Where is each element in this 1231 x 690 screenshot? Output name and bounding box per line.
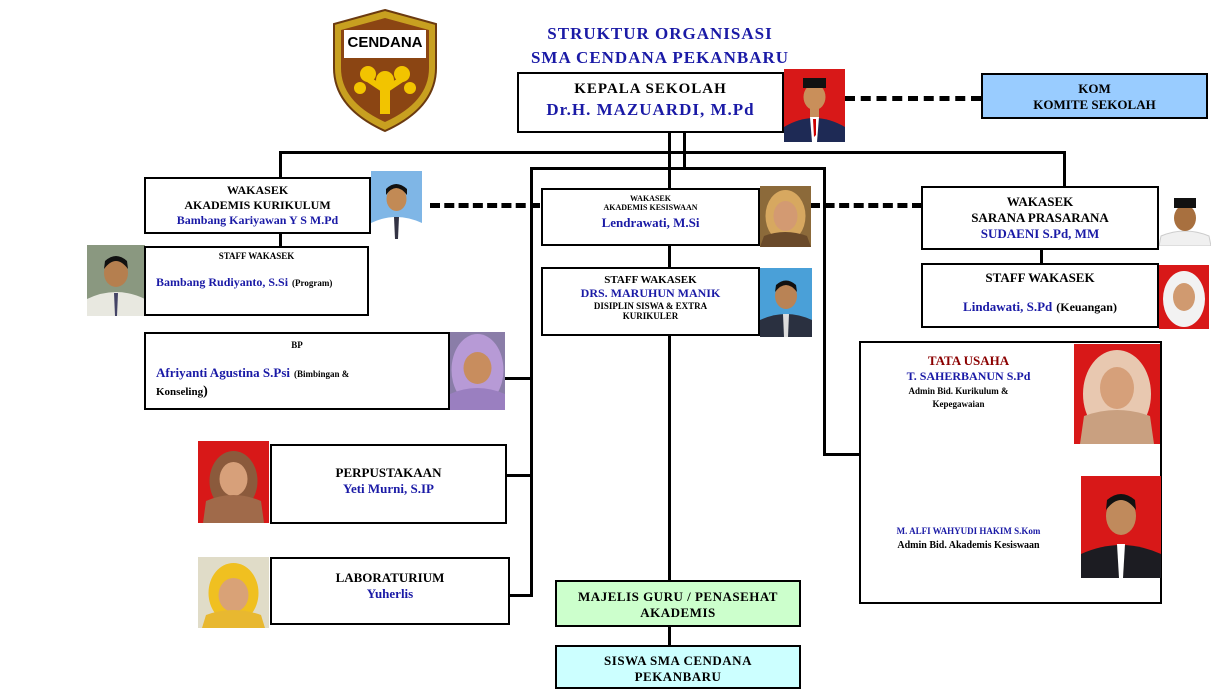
wakasek-sarana-box: WAKASEK SARANA PRASARANA SUDAENI S.Pd, M… bbox=[921, 186, 1159, 250]
wakasek-kurikulum-box: WAKASEK AKADEMIS KURIKULUM Bambang Kariy… bbox=[144, 177, 371, 234]
staff-sarana-role: STAFF WAKASEK bbox=[985, 270, 1095, 285]
staff-kurikulum-photo bbox=[87, 245, 145, 316]
tata-usaha-name1: T. SAHERBANUN S.Pd bbox=[906, 369, 1031, 383]
majelis-line2: AKADEMIS bbox=[640, 605, 716, 620]
tata-usaha-duty1b: Kepegawaian bbox=[932, 399, 985, 409]
perpustakaan-role: PERPUSTAKAAN bbox=[335, 465, 442, 480]
school-logo: CENDANA bbox=[330, 8, 440, 133]
staff-kesiswaan-name: DRS. MARUHUN MANIK bbox=[580, 286, 721, 300]
bp-name: Afriyanti Agustina S.Psi bbox=[156, 365, 290, 380]
tata-usaha-photo2 bbox=[1081, 476, 1161, 578]
kepala-role: KEPALA SEKOLAH bbox=[574, 81, 727, 97]
kepala-photo bbox=[784, 69, 845, 142]
kepala-sekolah-box: KEPALA SEKOLAH Dr.H. MAZUARDI, M.Pd bbox=[517, 72, 784, 133]
bp-note1: (Bimbingan & bbox=[294, 369, 350, 379]
staff-kesiswaan-photo bbox=[760, 268, 812, 337]
majelis-line1: MAJELIS GURU / PENASEHAT bbox=[578, 589, 778, 604]
perpustakaan-box: PERPUSTAKAAN Yeti Murni, S.IP bbox=[270, 444, 507, 524]
wakasek-kurikulum-role2: AKADEMIS KURIKULUM bbox=[184, 198, 331, 212]
wakasek-kurikulum-name: Bambang Kariyawan Y S M.Pd bbox=[176, 213, 339, 227]
tata-usaha-role: TATA USAHA bbox=[927, 353, 1010, 368]
chart-title-line2: SMA CENDANA PEKANBARU bbox=[530, 48, 790, 67]
staff-kurikulum-role: STAFF WAKASEK bbox=[218, 251, 295, 261]
staff-kesiswaan-box: STAFF WAKASEK DRS. MARUHUN MANIK DISIPLI… bbox=[541, 267, 760, 336]
laboratorium-name: Yuherlis bbox=[366, 586, 414, 601]
laboratorium-role: LABORATURIUM bbox=[335, 570, 445, 585]
tata-usaha-duty2: Admin Bid. Akademis Kesiswaan bbox=[897, 540, 1040, 551]
perpustakaan-name: Yeti Murni, S.IP bbox=[343, 481, 434, 496]
komite-line1: KOM bbox=[1078, 81, 1111, 96]
staff-kesiswaan-role: STAFF WAKASEK bbox=[604, 274, 697, 286]
laboratorium-photo bbox=[198, 557, 269, 628]
bp-photo bbox=[450, 332, 505, 410]
staff-kurikulum-box: STAFF WAKASEK Bambang Rudiyanto, S.Si (P… bbox=[144, 246, 369, 316]
bp-note2: Konseling bbox=[156, 386, 204, 398]
bp-box: BP Afriyanti Agustina S.Psi (Bimbingan &… bbox=[144, 332, 450, 410]
komite-sekolah-box: KOM KOMITE SEKOLAH bbox=[981, 73, 1208, 119]
bp-role: BP bbox=[291, 340, 303, 350]
komite-line2: KOMITE SEKOLAH bbox=[1033, 97, 1156, 112]
logo-text: CENDANA bbox=[347, 34, 423, 51]
staff-sarana-photo bbox=[1159, 265, 1209, 329]
chart-title-line1: STRUKTUR ORGANISASI bbox=[547, 24, 773, 43]
wakasek-sarana-name: SUDAENI S.Pd, MM bbox=[980, 226, 1100, 241]
wakasek-kurikulum-photo bbox=[371, 171, 422, 239]
wakasek-sarana-role2: SARANA PRASARANA bbox=[971, 210, 1109, 225]
siswa-line2: PEKANBARU bbox=[634, 669, 722, 684]
wakasek-sarana-photo bbox=[1159, 190, 1211, 246]
staff-kurikulum-name: Bambang Rudiyanto, S.Si bbox=[156, 275, 289, 289]
tata-usaha-photo1 bbox=[1074, 344, 1160, 444]
wakasek-kesiswaan-role1: WAKASEK bbox=[630, 194, 671, 203]
wakasek-kesiswaan-role2: AKADEMIS KESISWAAN bbox=[603, 203, 698, 212]
staff-sarana-note: (Keuangan) bbox=[1056, 300, 1117, 314]
bp-note3: ) bbox=[203, 384, 208, 399]
staff-sarana-box: STAFF WAKASEK Lindawati, S.Pd (Keuangan) bbox=[921, 263, 1159, 328]
wakasek-kurikulum-role1: WAKASEK bbox=[226, 183, 289, 197]
wakasek-sarana-role1: WAKASEK bbox=[1006, 194, 1074, 209]
staff-kurikulum-note: (Program) bbox=[292, 278, 333, 288]
staff-sarana-name: Lindawati, S.Pd bbox=[963, 299, 1053, 314]
siswa-box: SISWA SMA CENDANA PEKANBARU bbox=[555, 645, 801, 689]
majelis-guru-box: MAJELIS GURU / PENASEHAT AKADEMIS bbox=[555, 580, 801, 627]
perpustakaan-photo bbox=[198, 441, 269, 523]
tata-usaha-duty1a: Admin Bid. Kurikulum & bbox=[908, 386, 1009, 396]
wakasek-kesiswaan-name: Lendrawati, M.Si bbox=[601, 215, 700, 230]
tata-usaha-name2: M. ALFI WAHYUDI HAKIM S.Kom bbox=[896, 526, 1041, 536]
kepala-name: Dr.H. MAZUARDI, M.Pd bbox=[546, 100, 755, 119]
siswa-line1: SISWA SMA CENDANA bbox=[604, 653, 752, 668]
wakasek-kesiswaan-photo bbox=[760, 186, 811, 247]
wakasek-kesiswaan-box: WAKASEK AKADEMIS KESISWAAN Lendrawati, M… bbox=[541, 188, 760, 246]
laboratorium-box: LABORATURIUM Yuherlis bbox=[270, 557, 510, 625]
staff-kesiswaan-duty2: KURIKULER bbox=[622, 311, 679, 321]
staff-kesiswaan-duty1: DISIPLIN SISWA & EXTRA bbox=[593, 301, 708, 311]
